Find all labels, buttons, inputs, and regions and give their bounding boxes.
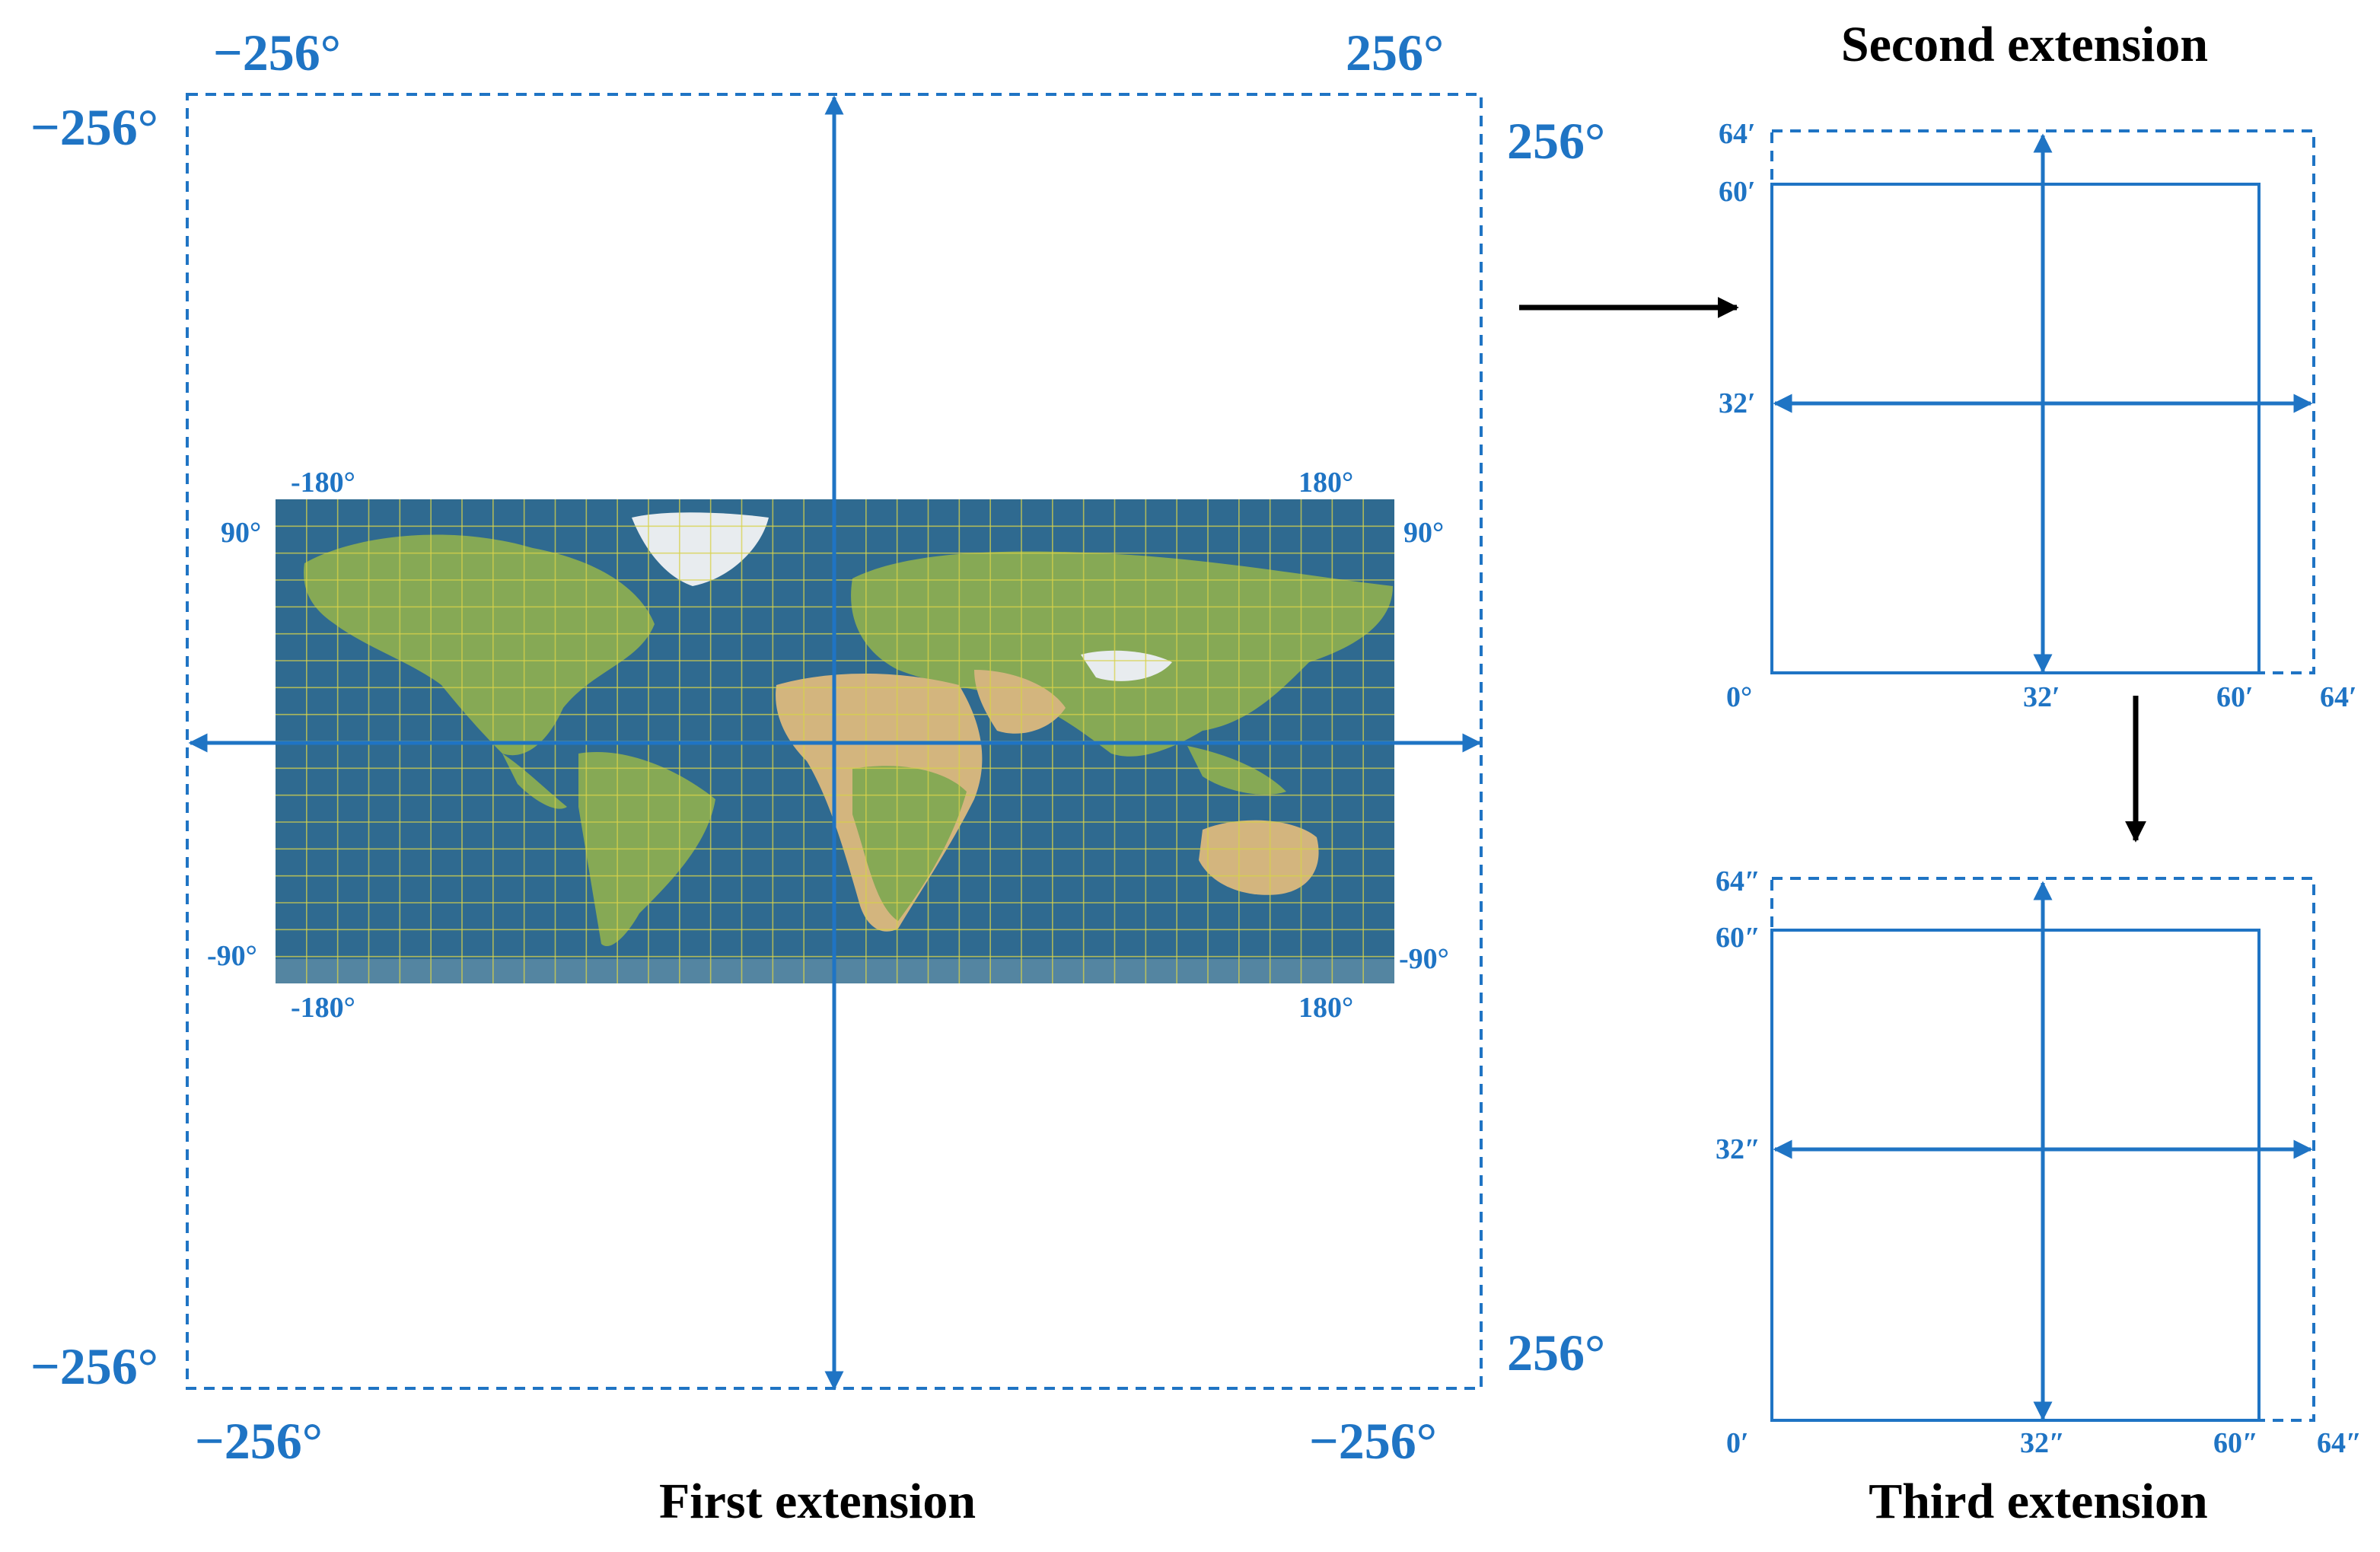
third-label-y-inner-top: 60″ [1716, 922, 1760, 954]
middle-east-desert [974, 670, 1066, 734]
outer-label-left-top: −256° [30, 98, 158, 156]
second-extension-title: Second extension [1841, 17, 2208, 72]
outer-label-left-bottom: −256° [30, 1337, 158, 1395]
third-label-origin: 0′ [1726, 1427, 1749, 1459]
outer-label-bottom-right: −256° [1309, 1412, 1437, 1470]
map-label-right-top: 90° [1403, 517, 1444, 549]
outer-label-right-top: 256° [1507, 112, 1605, 170]
map-label-bottom-left: -180° [291, 992, 355, 1024]
second-extension-panel: Second extension 64′ 60′ 32′ 0° 32′ 60′ … [1719, 17, 2357, 713]
third-label-y-mid: 32″ [1716, 1133, 1760, 1165]
southeast-asia-landmass [1187, 746, 1286, 795]
second-label-origin: 0° [1726, 681, 1752, 713]
tibet-highland [1081, 650, 1172, 681]
map-label-right-bottom: -90° [1399, 943, 1449, 975]
greenland-landmass[interactable] [632, 512, 769, 586]
map-label-top-right: 180° [1298, 467, 1353, 499]
third-label-x-inner-right: 60″ [2213, 1427, 2258, 1459]
map-label-left-top: 90° [221, 517, 261, 549]
north-america-landmass [304, 534, 655, 756]
first-extension-panel: −256° 256° −256° 256° −256° 256° −256° −… [30, 24, 1605, 1529]
third-extension-panel: 64″ 60″ 32″ 0′ 32″ 60″ 64″ Third extensi… [1716, 865, 2362, 1529]
second-label-y-top: 64′ [1719, 118, 1756, 150]
second-label-y-inner-top: 60′ [1719, 176, 1756, 208]
third-extension-title: Third extension [1869, 1474, 2208, 1529]
map-label-top-left: -180° [291, 467, 355, 499]
africa-vegetation [852, 766, 967, 921]
first-extension-title: First extension [659, 1474, 976, 1529]
outer-label-bottom-left: −256° [195, 1412, 323, 1470]
second-label-x-mid: 32′ [2023, 681, 2060, 713]
third-label-x-right: 64″ [2317, 1427, 2362, 1459]
second-label-y-mid: 32′ [1719, 387, 1756, 419]
outer-label-top-right: 256° [1346, 24, 1444, 81]
second-inner-box [1770, 183, 2261, 674]
map-label-bottom-right: 180° [1298, 992, 1353, 1024]
outer-label-right-bottom: 256° [1507, 1324, 1605, 1382]
outer-label-top-left: −256° [213, 24, 341, 81]
third-inner-box [1770, 929, 2261, 1422]
third-label-x-mid: 32″ [2020, 1427, 2065, 1459]
map-label-left-bottom: -90° [207, 940, 257, 972]
second-label-x-inner-right: 60′ [2216, 681, 2254, 713]
second-label-x-right: 64′ [2320, 681, 2357, 713]
third-label-y-top: 64″ [1716, 865, 1760, 897]
